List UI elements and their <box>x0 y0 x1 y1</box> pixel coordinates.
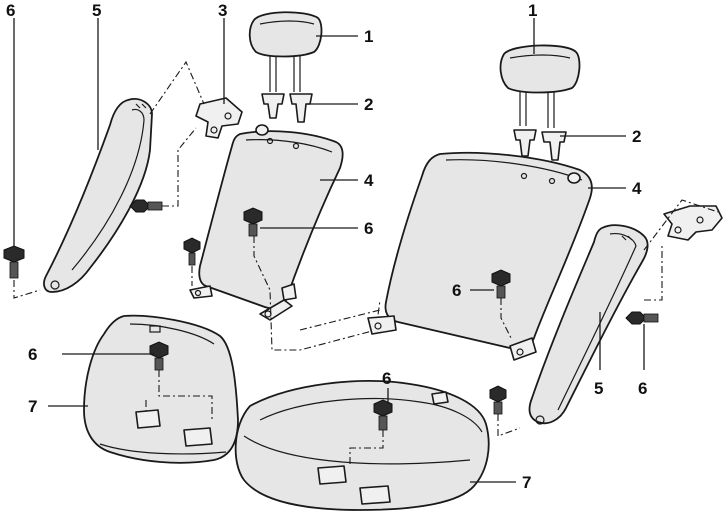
bolt-left-bolster-bottom <box>3 245 25 279</box>
right-seat-cushion <box>234 380 490 511</box>
callout-7-left-cushion: 7 <box>28 397 37 416</box>
callout-6-right-bracket: 6 <box>638 379 647 398</box>
right-cushion-tabs <box>317 465 391 505</box>
callout-5-left-bolster: 5 <box>92 1 101 20</box>
callout-5-right-bolster: 5 <box>594 379 603 398</box>
bolt-right-lower <box>489 385 507 415</box>
right-headrest <box>499 44 581 128</box>
callout-6-right-back: 6 <box>452 281 461 300</box>
callout-4-left-back: 4 <box>364 171 374 190</box>
right-bolts <box>373 269 659 431</box>
left-cushion-tabs <box>135 409 213 447</box>
callout-6-right-cushion: 6 <box>382 369 391 388</box>
right-bracket <box>663 205 723 241</box>
left-dash-guides <box>13 60 381 420</box>
leader-lines <box>13 18 645 483</box>
left-seat-back <box>189 124 344 321</box>
callout-6-left-cushion: 6 <box>28 345 37 364</box>
callout-2-left-guides: 2 <box>364 95 373 114</box>
right-headrest-guides <box>513 129 567 161</box>
right-seat-back <box>367 151 593 361</box>
left-headrest-guides <box>261 93 313 123</box>
callout-labels: 6 5 3 1 2 4 6 6 7 1 2 4 6 6 5 6 7 <box>6 1 647 492</box>
callout-6-left-back: 6 <box>364 219 373 238</box>
callout-6-left-bolster: 6 <box>6 1 15 20</box>
bolt-left-back-center <box>243 207 263 237</box>
bolt-left-back-lower <box>183 237 201 266</box>
left-bracket <box>195 97 243 139</box>
bolt-left-bracket <box>129 199 163 213</box>
callout-1-right-headrest: 1 <box>528 1 537 20</box>
left-headrest <box>248 11 323 92</box>
callout-7-right-cushion: 7 <box>522 473 531 492</box>
bolt-right-bracket <box>625 311 659 325</box>
left-side-bolster <box>43 98 153 293</box>
callout-2-right-guides: 2 <box>632 127 641 146</box>
callout-1-left-headrest: 1 <box>364 27 373 46</box>
right-dash-guides <box>299 199 719 464</box>
callout-4-right-back: 4 <box>632 179 642 198</box>
right-side-bolster <box>528 224 649 425</box>
callout-3-bracket: 3 <box>218 1 227 20</box>
left-seat-cushion <box>83 314 239 464</box>
